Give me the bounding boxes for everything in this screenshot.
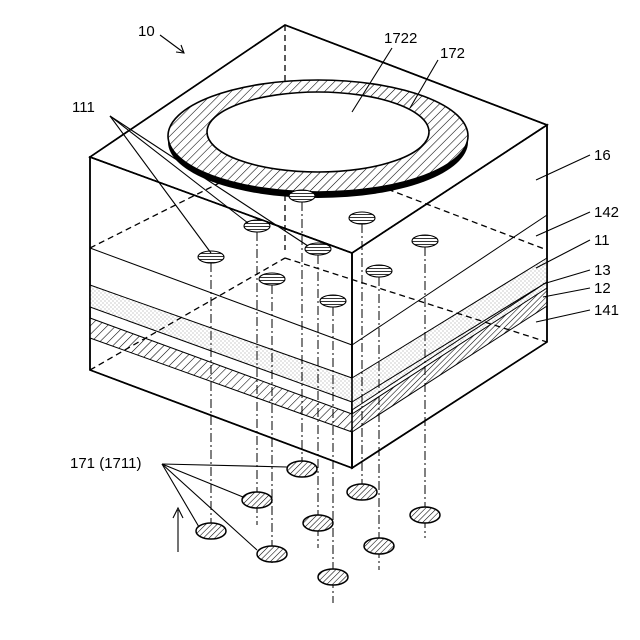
label-layer-141: 141: [594, 302, 619, 319]
ball: [410, 507, 440, 523]
hole: [412, 235, 438, 247]
label-ring-inner: 1722: [384, 30, 417, 47]
label-balls: 171 (1711): [70, 455, 141, 472]
hole: [289, 190, 315, 202]
ball: [242, 492, 272, 508]
ring-inner-opening-1722: [207, 92, 429, 172]
ball: [364, 538, 394, 554]
ball: [303, 515, 333, 531]
ball: [196, 523, 226, 539]
label-holes: 111: [72, 99, 95, 116]
label-ring: 172: [440, 45, 465, 62]
ball: [257, 546, 287, 562]
hole: [259, 273, 285, 285]
ball: [347, 484, 377, 500]
hole: [244, 220, 270, 232]
label-layer-142: 142: [594, 204, 619, 221]
arrows: [160, 35, 184, 552]
ball: [318, 569, 348, 585]
label-layer-12: 12: [594, 280, 611, 297]
label-device: 10: [138, 23, 155, 40]
label-top-layer: 16: [594, 147, 611, 164]
label-layer-13: 13: [594, 262, 611, 279]
label-layer-11: 11: [594, 232, 610, 249]
ball: [287, 461, 317, 477]
hole: [320, 295, 346, 307]
ring-172: [168, 80, 468, 198]
hole: [305, 243, 331, 255]
hole: [366, 265, 392, 277]
hole: [349, 212, 375, 224]
